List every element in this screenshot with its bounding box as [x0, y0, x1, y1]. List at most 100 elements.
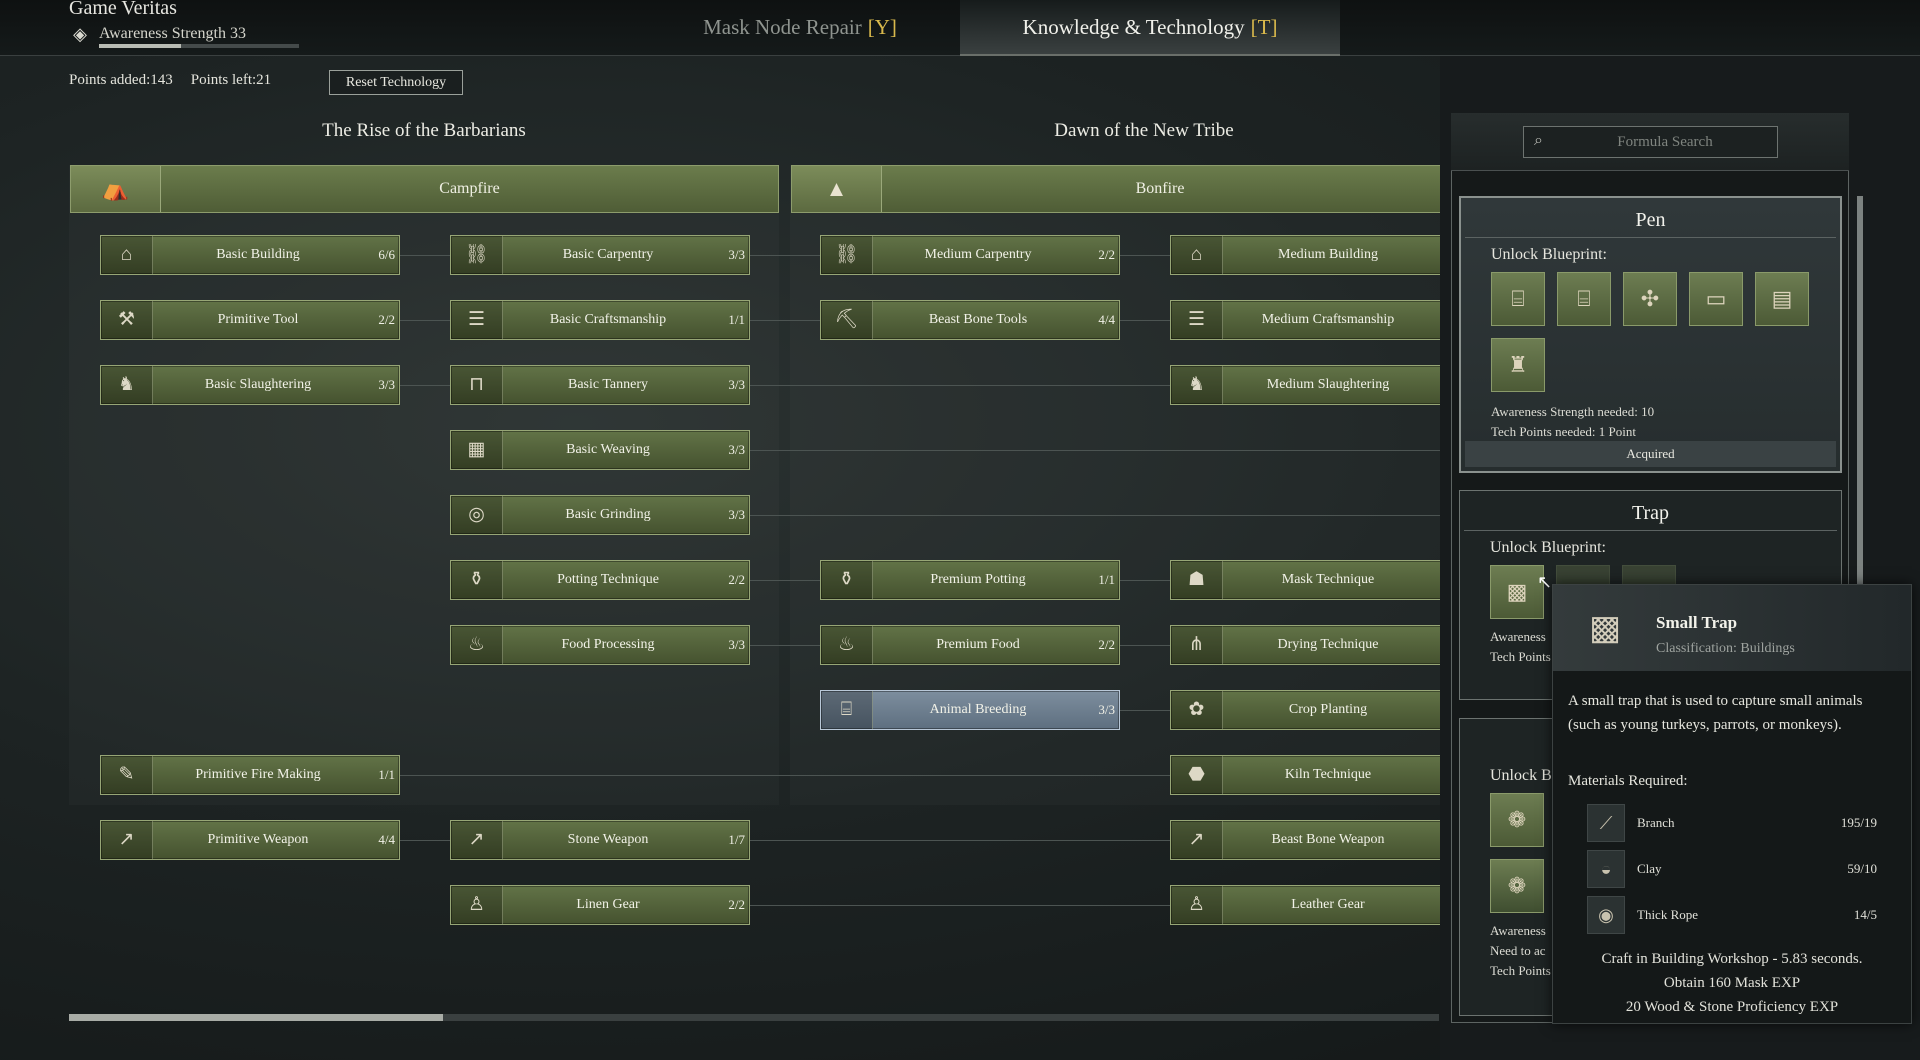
axe-icon: ⚒ — [101, 301, 153, 339]
node-basic-building[interactable]: ⌂ Basic Building 6/6 — [100, 235, 400, 275]
node-premium-food[interactable]: ♨ Premium Food 2/2 — [820, 625, 1120, 665]
connector-line — [750, 840, 1170, 841]
connector-line — [750, 320, 820, 321]
awareness-strength: ◈ Awareness Strength 33 — [69, 22, 246, 46]
unlock-blueprint-label: Unlock Blueprint: — [1491, 246, 1607, 263]
mask-exp: Obtain 160 Mask EXP — [1663, 975, 1801, 991]
blueprint-windmill-icon[interactable]: ✣ — [1623, 272, 1677, 326]
node-label: Medium Building — [1278, 247, 1378, 262]
material-name: Clay — [1637, 861, 1662, 876]
connector-line — [750, 450, 1440, 451]
era-header-label: Campfire — [439, 180, 500, 197]
stone-spear-icon: ↗ — [451, 821, 503, 859]
blueprint-trough-icon[interactable]: ▭ — [1689, 272, 1743, 326]
node-count: 2/2 — [1098, 637, 1115, 652]
loom-icon: ▦ — [451, 431, 503, 469]
tech-points-needed: Tech Points — [1490, 963, 1551, 978]
node-basic-weaving[interactable]: ▦ Basic Weaving 3/3 — [450, 430, 750, 470]
node-stone-weapon[interactable]: ↗ Stone Weapon 1/7 — [450, 820, 750, 860]
rope-icon: ◉ — [1587, 896, 1625, 934]
connector-line — [750, 645, 820, 646]
node-beast-bone-tools[interactable]: ⛏ Beast Bone Tools 4/4 — [820, 300, 1120, 340]
scrollbar-thumb[interactable] — [1857, 196, 1863, 586]
building-icon: ⌂ — [101, 236, 153, 274]
connector-line — [1120, 255, 1170, 256]
node-basic-tannery[interactable]: ⊓ Basic Tannery 3/3 — [450, 365, 750, 405]
tech-points-needed: Tech Points needed: 1 Point — [1491, 424, 1636, 439]
node-kiln-technique[interactable]: ⬣ Kiln Technique — [1170, 755, 1440, 795]
tab-mask-node-repair[interactable]: Mask Node Repair[Y] — [640, 0, 960, 56]
node-label: Basic Slaughtering — [204, 377, 312, 392]
item-tooltip: ▩ Small Trap Classification: Buildings A… — [1552, 584, 1912, 1024]
node-basic-grinding[interactable]: ◎ Basic Grinding 3/3 — [450, 495, 750, 535]
tab-knowledge-technology[interactable]: Knowledge & Technology[T] — [960, 0, 1340, 56]
node-medium-craftsmanship[interactable]: ☰ Medium Craftsmanship — [1170, 300, 1440, 340]
unlock-blueprint-label: Unlock Blueprint: — [1490, 539, 1606, 556]
torch-icon: ✎ — [101, 756, 153, 794]
node-food-processing[interactable]: ♨ Food Processing 3/3 — [450, 625, 750, 665]
node-linen-gear[interactable]: ♙ Linen Gear 2/2 — [450, 885, 750, 925]
material-name: Branch — [1637, 815, 1675, 830]
blueprint-small-trap-icon[interactable]: ▩ — [1490, 565, 1544, 619]
node-basic-carpentry[interactable]: ⛓ Basic Carpentry 3/3 — [450, 235, 750, 275]
node-count: 3/3 — [728, 507, 745, 522]
sawhorse-icon: ⛓ — [821, 236, 873, 274]
node-beast-bone-weapon[interactable]: ↗ Beast Bone Weapon — [1170, 820, 1440, 860]
formula-card-pen[interactable]: Pen Unlock Blueprint: ⌸ ⌸ ✣ ▭ ▤ ♜ Awaren… — [1459, 196, 1842, 473]
node-premium-potting[interactable]: ⚱ Premium Potting 1/1 — [820, 560, 1120, 600]
node-basic-slaughtering[interactable]: ♞ Basic Slaughtering 3/3 — [100, 365, 400, 405]
spear-icon: ↗ — [101, 821, 153, 859]
blueprint-pen-a-icon[interactable]: ⌸ — [1491, 272, 1545, 326]
tech-tree[interactable]: The Rise of the Barbarians Dawn of the N… — [0, 110, 1440, 1020]
blueprint-fence-icon[interactable]: ▤ — [1755, 272, 1809, 326]
reset-technology-button[interactable]: Reset Technology — [329, 70, 463, 95]
node-count: 4/4 — [1098, 312, 1115, 327]
node-drying-technique[interactable]: ⋔ Drying Technique — [1170, 625, 1440, 665]
connector-line — [400, 255, 450, 256]
node-potting-technique[interactable]: ⚱ Potting Technique 2/2 — [450, 560, 750, 600]
pottery-icon: ⚱ — [821, 561, 873, 599]
connector-line — [400, 775, 1170, 776]
blueprint-blue-sack-icon[interactable]: ❁ — [1490, 859, 1544, 913]
tunic-icon: ♙ — [451, 886, 503, 924]
tooltip-item-name: Small Trap — [1656, 613, 1738, 632]
node-crop-planting[interactable]: ✿ Crop Planting — [1170, 690, 1440, 730]
clay-icon: ◒ — [1587, 850, 1625, 888]
tunic-icon: ♙ — [1171, 886, 1223, 924]
material-qty: 59/10 — [1847, 861, 1877, 876]
node-basic-craftsmanship[interactable]: ☰ Basic Craftsmanship 1/1 — [450, 300, 750, 340]
node-primitive-tool[interactable]: ⚒ Primitive Tool 2/2 — [100, 300, 400, 340]
blueprint-pen-b-icon[interactable]: ⌸ — [1557, 272, 1611, 326]
scrollbar-thumb[interactable] — [69, 1014, 443, 1021]
tooltip-header: ▩ Small Trap Classification: Buildings — [1553, 585, 1911, 671]
blueprint-feed-sack-icon[interactable]: ♜ — [1491, 338, 1545, 392]
node-primitive-fire-making[interactable]: ✎ Primitive Fire Making 1/1 — [100, 755, 400, 795]
connector-line — [750, 515, 1440, 516]
node-mask-technique[interactable]: ☗ Mask Technique — [1170, 560, 1440, 600]
pottery-icon: ⚱ — [451, 561, 503, 599]
node-label: Basic Weaving — [566, 442, 650, 457]
node-count: 2/2 — [1098, 247, 1115, 262]
node-count: 1/1 — [378, 767, 395, 782]
proficiency-exp: 20 Wood & Stone Proficiency EXP — [1625, 999, 1839, 1015]
node-label: Potting Technique — [557, 572, 659, 587]
node-medium-carpentry[interactable]: ⛓ Medium Carpentry 2/2 — [820, 235, 1120, 275]
node-animal-breeding[interactable]: ⌸ Animal Breeding 3/3 — [820, 690, 1120, 730]
blueprint-hay-bundle-icon[interactable]: ❁ — [1490, 793, 1544, 847]
node-label: Primitive Fire Making — [195, 767, 321, 782]
node-medium-building[interactable]: ⌂ Medium Building — [1170, 235, 1440, 275]
node-count: 3/3 — [378, 377, 395, 392]
node-count: 2/2 — [728, 572, 745, 587]
node-primitive-weapon[interactable]: ↗ Primitive Weapon 4/4 — [100, 820, 400, 860]
era-title-barbarians: The Rise of the Barbarians — [322, 120, 526, 141]
pickaxe-icon: ⛏ — [821, 301, 873, 339]
formula-search[interactable]: ⌕ — [1523, 126, 1778, 158]
node-leather-gear[interactable]: ♙ Leather Gear — [1170, 885, 1440, 925]
tree-horizontal-scrollbar[interactable] — [69, 1014, 1439, 1021]
tooltip-classification: Classification: Buildings — [1656, 641, 1795, 656]
node-count: 2/2 — [378, 312, 395, 327]
node-medium-slaughtering[interactable]: ♞ Medium Slaughtering — [1170, 365, 1440, 405]
formula-search-input[interactable] — [1560, 127, 1770, 157]
material-qty: 14/5 — [1853, 907, 1877, 922]
connector-line — [1120, 320, 1170, 321]
